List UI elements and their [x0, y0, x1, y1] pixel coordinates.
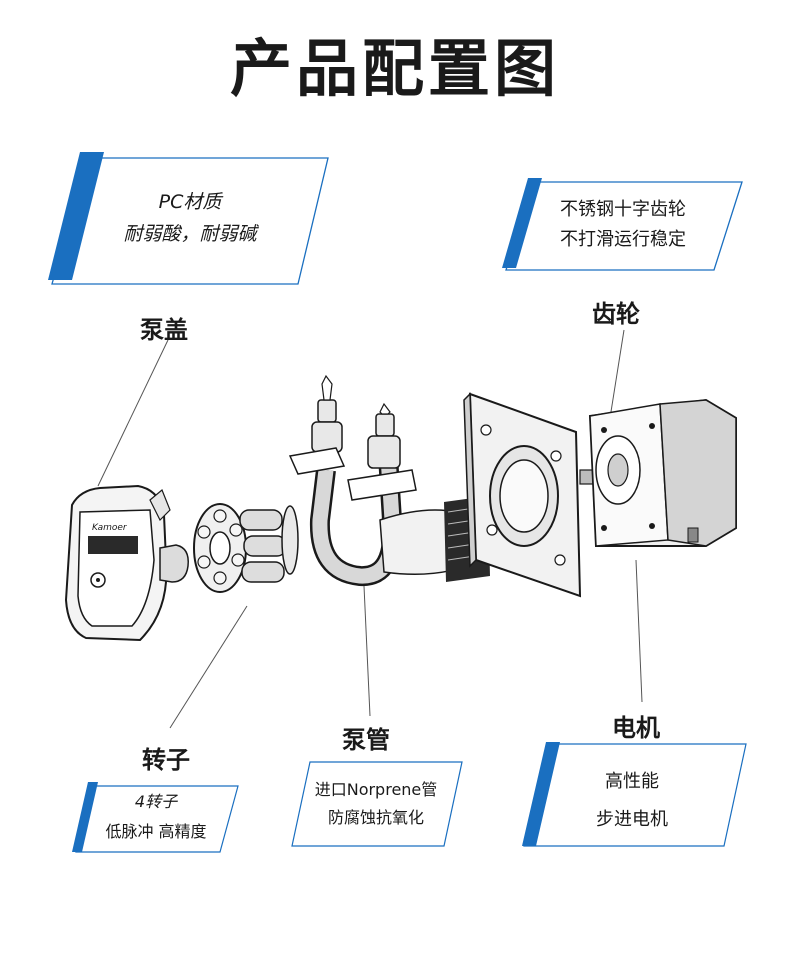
callout-frame — [522, 742, 747, 847]
callout-text-line2: 步进电机 — [596, 809, 668, 830]
callout-text-line1: 高性能 — [605, 771, 659, 792]
callout-frame — [48, 152, 329, 285]
callout-text-line2: 耐弱酸，耐弱碱 — [123, 223, 257, 245]
label-motor: 电机 — [612, 714, 660, 742]
pump-tube — [288, 374, 490, 586]
label-tube: 泵管 — [342, 726, 390, 754]
callout-tube: 进口Norprene管 防腐蚀抗氧化 — [286, 758, 466, 850]
label-rotor: 转子 — [142, 746, 190, 774]
callout-text-line2: 低脉冲 高精度 — [105, 822, 207, 841]
callout-rotor: 4转子 低脉冲 高精度 — [70, 780, 242, 856]
callout-motor: 高性能 步进电机 — [514, 740, 750, 850]
callout-text-line2: 不打滑运行稳定 — [560, 229, 686, 250]
callout-gear: 不锈钢十字齿轮 不打滑运行稳定 — [498, 176, 748, 276]
callout-frame — [72, 782, 239, 853]
callout-pump-cover: PC材质 耐弱酸，耐弱碱 — [40, 150, 340, 290]
callout-text-line1: PC材质 — [158, 191, 222, 213]
label-gear: 齿轮 — [592, 300, 640, 328]
pump-cover: Kamoer — [64, 484, 189, 642]
callout-text-line2: 防腐蚀抗氧化 — [327, 808, 424, 827]
pump-housing — [463, 392, 582, 598]
brand-logo: Kamoer — [92, 523, 128, 533]
callout-text-line1: 不锈钢十字齿轮 — [560, 199, 686, 220]
callout-text-line1: 4转子 — [134, 792, 178, 811]
page-title: 产品配置图 — [229, 32, 560, 105]
callout-text-line1: 进口Norprene管 — [314, 780, 438, 799]
label-pump-cover: 泵盖 — [140, 316, 188, 344]
rotor — [193, 503, 299, 593]
callout-frame — [291, 761, 463, 847]
callout-frame — [502, 178, 743, 271]
motor — [588, 398, 737, 547]
